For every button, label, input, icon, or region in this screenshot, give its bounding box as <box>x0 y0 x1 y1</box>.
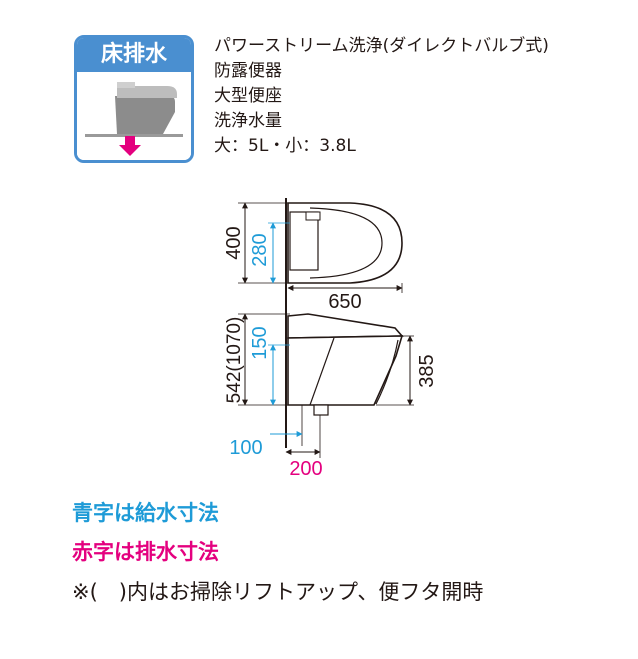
spec-water-volume-label: 洗浄水量 <box>214 111 282 131</box>
dim-depth: 650 <box>328 291 361 313</box>
dim-supply-offset: 100 <box>229 437 262 459</box>
dim-top-height: 400 <box>223 226 245 259</box>
spec-list: パワーストリーム洗浄(ダイレクトバルブ式) 防露便器 大型便座 洗浄水量 大：5… <box>214 34 549 159</box>
dim-top-supply-height: 280 <box>249 233 271 266</box>
spec-large-seat: 大型便座 <box>214 86 282 106</box>
legend-note: ※( )内はお掃除リフトアップ、便フタ開時 <box>72 580 484 604</box>
side-view <box>287 313 404 416</box>
dim-front-height: 385 <box>416 354 438 387</box>
floor-drain-badge: 床排水 <box>74 35 194 163</box>
legend-drain: 赤字は排水寸法 <box>72 540 219 564</box>
toilet-floor-drain-icon <box>77 72 191 160</box>
legend-supply: 青字は給水寸法 <box>72 501 219 525</box>
badge-label: 床排水 <box>77 38 191 72</box>
dim-drain-offset: 200 <box>289 458 322 480</box>
dim-side-height: 542(1070) <box>224 317 245 404</box>
spec-anti-condensation: 防露便器 <box>214 61 282 81</box>
dim-side-supply-height: 150 <box>249 326 271 359</box>
spec-flush-type: パワーストリーム洗浄(ダイレクトバルブ式) <box>214 36 549 56</box>
spec-water-volume: 大：5L・小：3.8L <box>214 136 356 156</box>
top-view <box>287 202 403 284</box>
